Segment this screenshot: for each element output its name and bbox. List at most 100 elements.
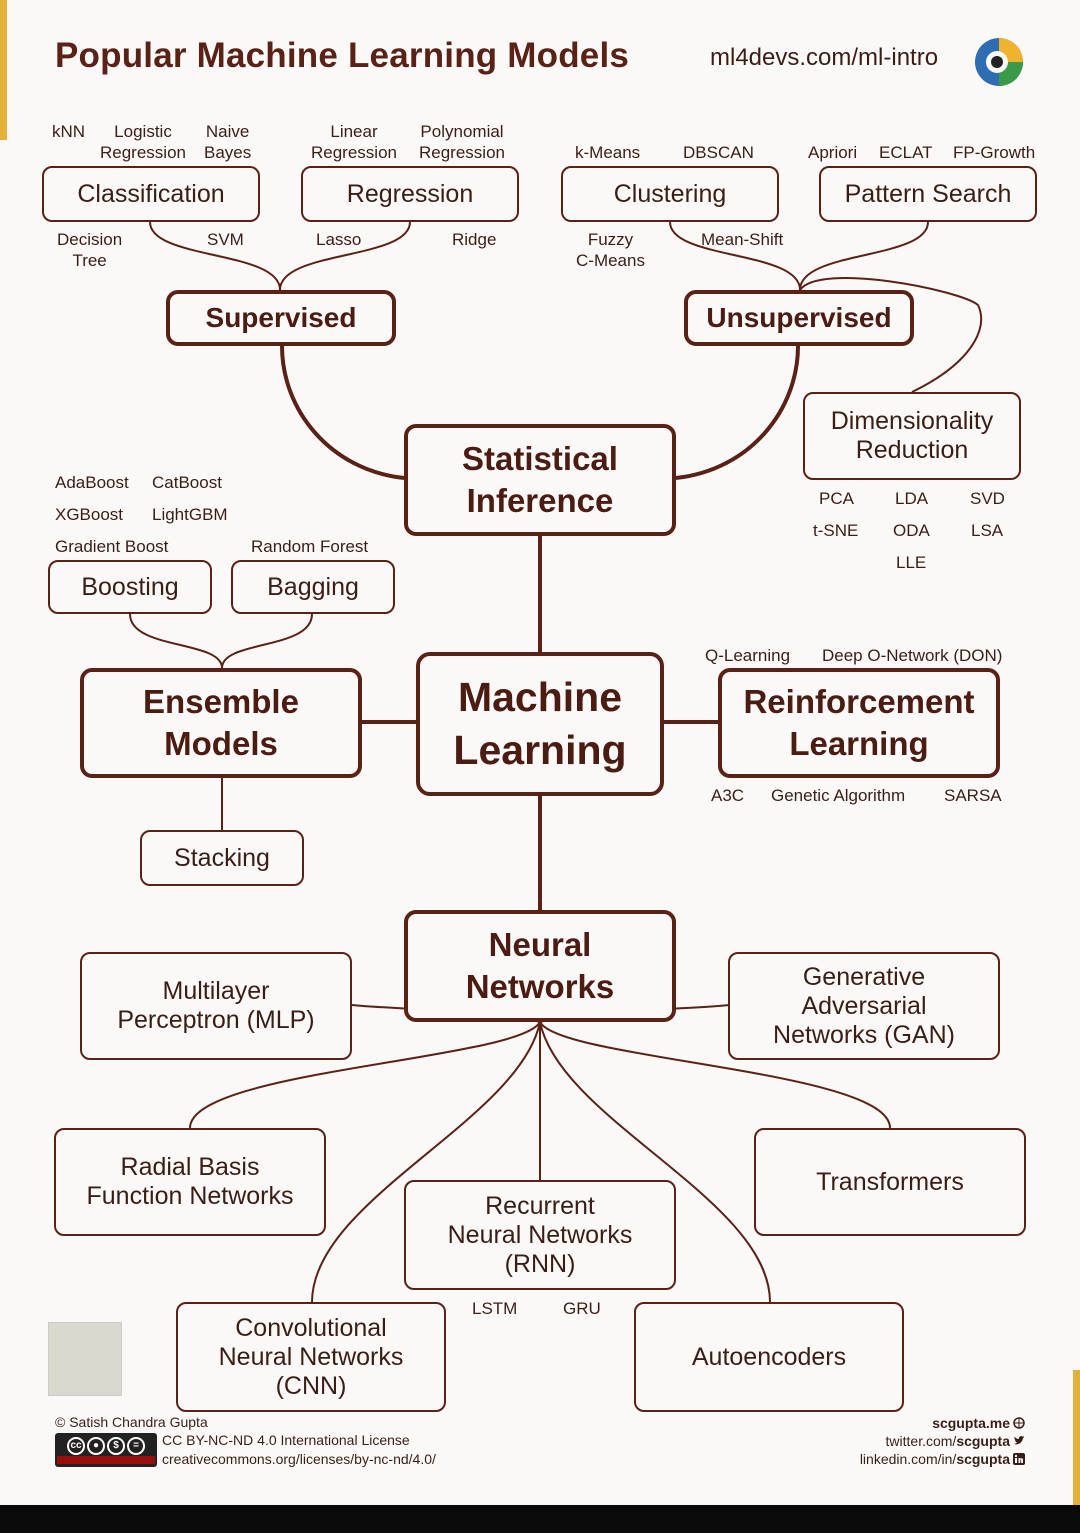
linkedin-prefix: linkedin.com/in/ bbox=[859, 1451, 957, 1467]
label-apriori: Apriori bbox=[808, 143, 858, 162]
machine-learning-box: Machine Learning bbox=[416, 652, 664, 796]
copyright-text: © Satish Chandra Gupta bbox=[55, 1414, 208, 1430]
twitter-prefix: twitter.com/ bbox=[885, 1433, 957, 1449]
clustering-label: Clustering bbox=[613, 179, 727, 208]
label-svd: SVD bbox=[970, 489, 1005, 508]
autoencoders-label: Autoencoders bbox=[691, 1342, 847, 1371]
accent-bar-bottom-right bbox=[1073, 1370, 1080, 1520]
unsupervised-box: Unsupervised bbox=[684, 290, 914, 346]
label-gradient-boost: Gradient Boost bbox=[55, 537, 169, 556]
classification-label: Classification bbox=[77, 179, 225, 208]
site-url[interactable]: ml4devs.com/ml-intro bbox=[710, 44, 939, 71]
cc-license-badge-icon: cc ● $ = bbox=[55, 1433, 157, 1467]
statistical-inference-box: Statistical Inference bbox=[404, 424, 676, 536]
ensemble-models-box: Ensemble Models bbox=[80, 668, 362, 778]
label-mean-shift: Mean-Shift bbox=[701, 230, 784, 249]
transformers-label: Transformers bbox=[816, 1167, 964, 1196]
website-text: scgupta.me bbox=[932, 1415, 1010, 1431]
twitter-handle: scgupta bbox=[956, 1433, 1010, 1449]
neural-networks-box: Neural Networks bbox=[404, 910, 676, 1022]
label-knn: kNN bbox=[52, 122, 86, 141]
autoencoders-box: Autoencoders bbox=[634, 1302, 904, 1412]
label-fp-growth: FP-Growth bbox=[953, 143, 1036, 162]
label-lstm: LSTM bbox=[472, 1299, 518, 1318]
regression-label: Regression bbox=[346, 179, 474, 208]
statistical-inference-label: Statistical Inference bbox=[462, 439, 618, 519]
label-logistic-regression: Logistic Regression bbox=[100, 122, 186, 163]
label-lasso: Lasso bbox=[316, 230, 362, 249]
pattern-search-label: Pattern Search bbox=[844, 179, 1012, 208]
label-polynomial-regression: Polynomial Regression bbox=[419, 122, 505, 163]
label-svm: SVM bbox=[207, 230, 244, 249]
twitter-icon bbox=[1014, 1436, 1025, 1445]
label-naive-bayes: Naive Bayes bbox=[204, 122, 252, 163]
ml4devs-logo-icon bbox=[975, 38, 1023, 86]
label-t-sne: t-SNE bbox=[813, 521, 859, 540]
label-catboost: CatBoost bbox=[152, 473, 222, 492]
label-lightgbm: LightGBM bbox=[152, 505, 228, 524]
pattern-search-box: Pattern Search bbox=[819, 166, 1037, 222]
mlp-box: Multilayer Perceptron (MLP) bbox=[80, 952, 352, 1060]
label-decision-tree: Decision Tree bbox=[57, 230, 123, 271]
gan-label: Generative Adversarial Networks (GAN) bbox=[773, 962, 955, 1049]
rbf-box: Radial Basis Function Networks bbox=[54, 1128, 326, 1236]
by-icon: ● bbox=[87, 1436, 105, 1455]
nc-icon: $ bbox=[107, 1436, 125, 1455]
license-url[interactable]: creativecommons.org/licenses/by-nc-nd/4.… bbox=[162, 1451, 436, 1467]
page-title: Popular Machine Learning Models bbox=[55, 36, 630, 75]
label-lsa: LSA bbox=[971, 521, 1004, 540]
gan-box: Generative Adversarial Networks (GAN) bbox=[728, 952, 1000, 1060]
bagging-label: Bagging bbox=[267, 572, 359, 601]
label-genetic-algorithm: Genetic Algorithm bbox=[771, 786, 906, 805]
label-sarsa: SARSA bbox=[944, 786, 1002, 805]
accent-bar-top-left bbox=[0, 0, 7, 140]
label-random-forest: Random Forest bbox=[251, 537, 369, 556]
bottom-black-bar bbox=[0, 1505, 1080, 1533]
dimensionality-reduction-box: Dimensionality Reduction bbox=[803, 392, 1021, 480]
supervised-box: Supervised bbox=[166, 290, 396, 346]
nd-icon: = bbox=[127, 1436, 145, 1455]
reinforcement-learning-label: Reinforcement Learning bbox=[743, 682, 975, 762]
boosting-label: Boosting bbox=[81, 572, 179, 601]
globe-icon bbox=[1013, 1417, 1025, 1429]
ensemble-models-label: Ensemble Models bbox=[143, 682, 299, 762]
bagging-box: Bagging bbox=[231, 560, 395, 614]
label-oda: ODA bbox=[893, 521, 930, 540]
stacking-label: Stacking bbox=[174, 843, 270, 872]
boosting-box: Boosting bbox=[48, 560, 212, 614]
label-lda: LDA bbox=[895, 489, 929, 508]
label-dqn: Deep O-Network (DON) bbox=[822, 646, 1003, 665]
label-adaboost: AdaBoost bbox=[55, 473, 129, 492]
label-lle: LLE bbox=[896, 553, 927, 572]
label-pca: PCA bbox=[819, 489, 854, 508]
rnn-box: Recurrent Neural Networks (RNN) bbox=[404, 1180, 676, 1290]
label-linear-regression: Linear Regression bbox=[311, 122, 397, 163]
website-link[interactable]: scgupta.me bbox=[932, 1415, 1025, 1431]
twitter-link[interactable]: twitter.com/scgupta bbox=[886, 1433, 1025, 1449]
label-fuzzy-c-means: Fuzzy C-Means bbox=[576, 230, 645, 271]
author-photo-thumbnail bbox=[48, 1322, 122, 1396]
label-xgboost: XGBoost bbox=[55, 505, 124, 524]
neural-networks-label: Neural Networks bbox=[465, 925, 615, 1005]
classification-box: Classification bbox=[42, 166, 260, 222]
label-q-learning: Q-Learning bbox=[705, 646, 791, 665]
label-eclat: ECLAT bbox=[879, 143, 933, 162]
label-a3c: A3C bbox=[711, 786, 745, 805]
stacking-box: Stacking bbox=[140, 830, 304, 886]
cc-icon: cc bbox=[67, 1436, 85, 1455]
label-k-means: k-Means bbox=[575, 143, 641, 162]
label-ridge: Ridge bbox=[452, 230, 497, 249]
linkedin-handle: scgupta bbox=[956, 1451, 1010, 1467]
cnn-label: Convolutional Neural Networks (CNN) bbox=[218, 1313, 404, 1400]
supervised-label: Supervised bbox=[205, 302, 357, 333]
rbf-label: Radial Basis Function Networks bbox=[86, 1153, 294, 1210]
machine-learning-label: Machine Learning bbox=[453, 673, 627, 773]
rnn-label: Recurrent Neural Networks (RNN) bbox=[447, 1191, 633, 1278]
transformers-box: Transformers bbox=[754, 1128, 1026, 1236]
label-gru: GRU bbox=[563, 1299, 601, 1318]
cnn-box: Convolutional Neural Networks (CNN) bbox=[176, 1302, 446, 1412]
linkedin-link[interactable]: linkedin.com/in/scgupta bbox=[860, 1451, 1025, 1467]
clustering-box: Clustering bbox=[561, 166, 779, 222]
label-dbscan: DBSCAN bbox=[683, 143, 754, 162]
